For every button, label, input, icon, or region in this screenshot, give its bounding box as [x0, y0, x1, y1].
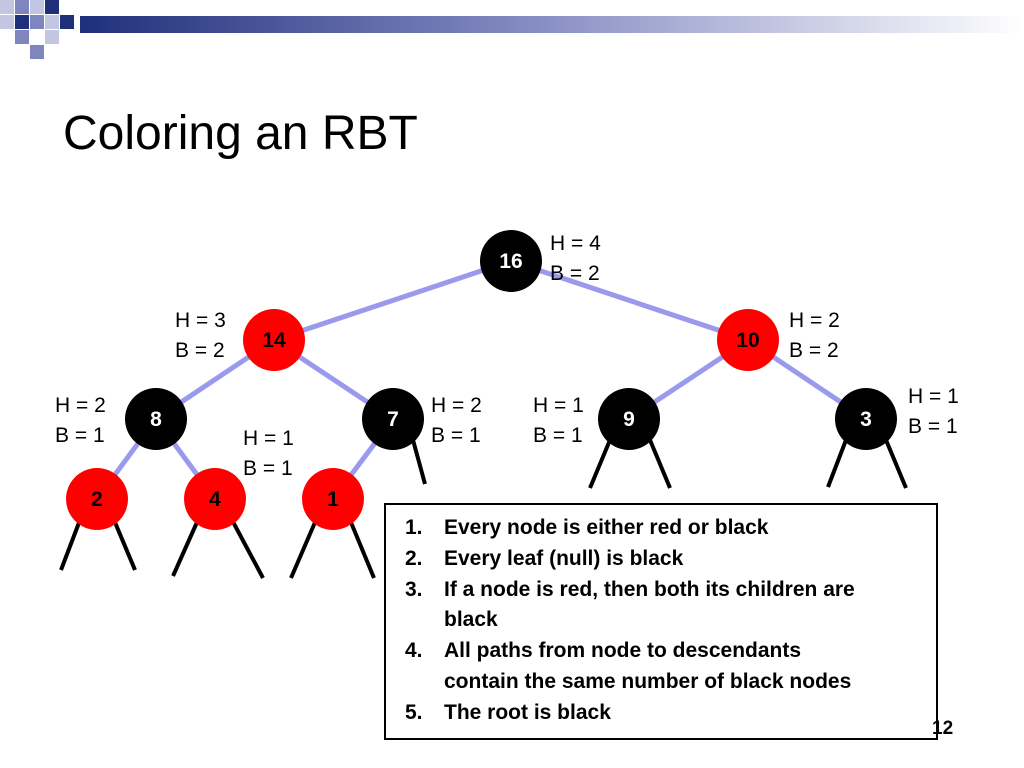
- node-key-label: 4: [209, 488, 221, 511]
- nodes-layer: 16 14 10 8 7 9 3 2 4 1: [66, 230, 897, 530]
- height-label: H = 2: [431, 394, 482, 417]
- null-leaf-edge: [588, 439, 612, 489]
- tree-edge-16-10: [510, 258, 749, 343]
- rule-item: 4. All paths from node to descendants cont…: [386, 636, 936, 698]
- null-leaf-edge: [648, 439, 672, 489]
- node-key-label: 1: [327, 488, 339, 511]
- node-key-label: 3: [860, 408, 872, 431]
- hb-label-9: H = 1 B = 1: [533, 394, 584, 447]
- null-leaves-layer: [59, 439, 908, 579]
- tree-node-10: 10: [717, 309, 779, 371]
- tree-edge-16-14: [273, 258, 512, 343]
- tree-node-7: 7: [362, 388, 424, 450]
- black-height-label: B = 1: [533, 424, 583, 447]
- null-leaf-edge: [59, 519, 82, 571]
- node-circle-black: [598, 388, 660, 450]
- rule-text: Every leaf (null) is black: [444, 546, 684, 570]
- node-circle-black: [125, 388, 187, 450]
- header-gradient-bar: [80, 16, 1024, 33]
- node-key-label: 7: [387, 408, 399, 431]
- tree-node-1: 1: [302, 468, 364, 530]
- null-leaf-edge: [348, 519, 376, 579]
- hb-label-16: H = 4 B = 2: [550, 232, 601, 285]
- height-label: H = 4: [550, 232, 601, 255]
- tree-node-3: 3: [835, 388, 897, 450]
- rule-number: 1.: [405, 516, 423, 539]
- null-leaf-edge: [411, 439, 427, 485]
- node-circle-red: [66, 468, 128, 530]
- hb-label-14: H = 3 B = 2: [175, 309, 226, 362]
- node-key-label: 2: [91, 488, 103, 511]
- rule-text: contain the same number of black nodes: [444, 669, 852, 693]
- height-label: H = 1: [908, 385, 959, 408]
- node-circle-red: [184, 468, 246, 530]
- page-number: 12: [932, 718, 954, 739]
- tree-node-4: 4: [184, 468, 246, 530]
- rule-text: All paths from node to descendants: [444, 639, 802, 663]
- node-circle-red: [717, 309, 779, 371]
- hb-labels-layer: H = 4 B = 2 H = 3 B = 2 H = 2 B = 2 H = 2 B = 1…: [55, 232, 959, 480]
- hb-label-1: H = 1 B = 1: [243, 427, 294, 480]
- rule-text: If a node is red, then both its children…: [444, 577, 855, 601]
- rule-item: 5. The root is black: [386, 698, 936, 729]
- black-height-label: B = 2: [789, 339, 839, 362]
- black-height-label: B = 1: [431, 424, 481, 447]
- rule-item: 3. If a node is red, then both its childr…: [386, 575, 936, 637]
- rule-number: 3.: [405, 577, 423, 601]
- rule-text: Every node is either red or black: [444, 516, 769, 539]
- hb-label-3: H = 1 B = 1: [908, 385, 959, 438]
- node-circle-red: [302, 468, 364, 530]
- rule-number: 4.: [405, 639, 423, 663]
- hb-label-7: H = 2 B = 1: [431, 394, 482, 447]
- node-key-label: 9: [623, 408, 635, 431]
- rule-text: black: [444, 608, 498, 632]
- null-leaf-edge: [289, 519, 318, 579]
- header-squares: [0, 0, 74, 59]
- slide-title: Coloring an RBT: [63, 107, 418, 160]
- rules-list: 1. Every node is either red or black 2. Eve…: [386, 505, 936, 729]
- black-height-label: B = 1: [55, 424, 105, 447]
- height-label: H = 2: [55, 394, 106, 417]
- rule-item: 2. Every leaf (null) is black: [386, 544, 936, 575]
- black-height-label: B = 2: [550, 262, 600, 285]
- edges-layer: [94, 258, 868, 501]
- tree-node-2: 2: [66, 468, 128, 530]
- black-height-label: B = 1: [908, 415, 958, 438]
- height-label: H = 1: [243, 427, 294, 450]
- node-key-label: 10: [736, 329, 759, 352]
- tree-node-14: 14: [243, 309, 305, 371]
- node-key-label: 14: [262, 329, 286, 352]
- tree-node-8: 8: [125, 388, 187, 450]
- null-leaf-edge: [230, 519, 265, 579]
- node-circle-black: [362, 388, 424, 450]
- black-height-label: B = 1: [243, 457, 293, 480]
- height-label: H = 1: [533, 394, 584, 417]
- rules-box: 1. Every node is either red or black 2. Eve…: [384, 503, 938, 740]
- node-circle-black: [480, 230, 542, 292]
- hb-label-10: H = 2 B = 2: [789, 309, 840, 362]
- rule-item: 1. Every node is either red or black: [386, 513, 936, 544]
- node-key-label: 16: [499, 250, 522, 273]
- header-decoration: [0, 0, 1024, 59]
- rule-number: 5.: [405, 700, 423, 724]
- rule-number: 2.: [405, 546, 423, 570]
- height-label: H = 2: [789, 309, 840, 332]
- height-label: H = 3: [175, 309, 226, 332]
- tree-node-16: 16: [480, 230, 542, 292]
- null-leaf-edge: [884, 439, 908, 489]
- null-leaf-edge: [112, 519, 137, 571]
- rule-text: The root is black: [444, 700, 611, 724]
- null-leaf-edge: [826, 439, 848, 488]
- black-height-label: B = 2: [175, 339, 225, 362]
- tree-node-9: 9: [598, 388, 660, 450]
- node-key-label: 8: [150, 408, 162, 431]
- null-leaf-edge: [171, 519, 200, 577]
- node-circle-black: [835, 388, 897, 450]
- node-circle-red: [243, 309, 305, 371]
- hb-label-8: H = 2 B = 1: [55, 394, 106, 447]
